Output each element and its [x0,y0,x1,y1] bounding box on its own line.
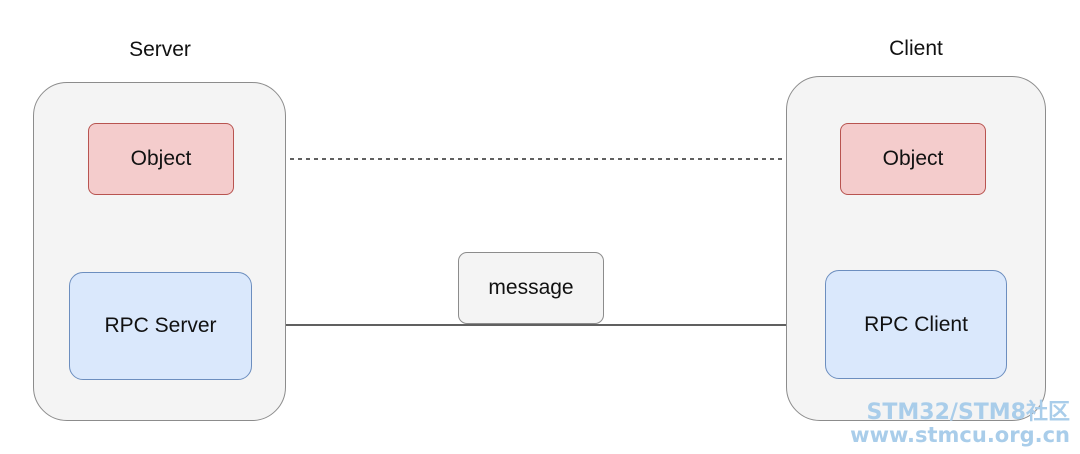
watermark-title: STM32/STM8社区 [866,399,1070,425]
rpc-server-label: RPC Server [104,314,217,337]
message-label: message [488,276,574,299]
watermark-url: www.stmcu.org.cn [850,422,1070,447]
rpc-server-box[interactable]: RPC Server [69,272,252,380]
client-object-label: Object [882,147,944,170]
rpc-client-label: RPC Client [864,312,968,336]
watermark: STM32/STM8社区 www.stmcu.org.cn [850,401,1070,446]
rpc-client-box[interactable]: RPC Client [825,270,1007,379]
client-object-box[interactable]: Object [840,123,986,195]
message-box[interactable]: message [458,252,604,324]
server-title: Server [129,38,191,61]
server-object-label: Object [130,147,192,170]
server-object-box[interactable]: Object [88,123,234,195]
client-title: Client [889,37,943,60]
